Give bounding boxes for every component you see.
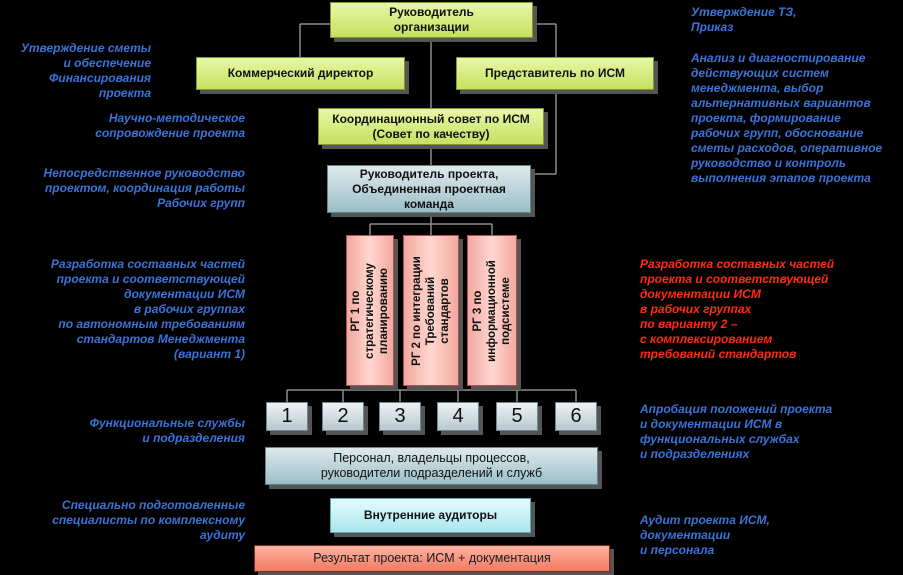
unit-6-number: 6 <box>570 405 582 427</box>
functional-unit-6: 6 <box>555 402 597 431</box>
personnel-box: Персонал, владельцы процессов, руководит… <box>265 447 598 485</box>
project-lead-label: Руководитель проекта, Объединенная проек… <box>352 166 506 211</box>
commercial-label: Коммерческий директор <box>227 66 374 80</box>
note-special-auditors: Специально подготовленные специалисты по… <box>52 498 245 542</box>
note-budget-approval: Утверждение сметы и обеспечение Финансир… <box>20 41 151 100</box>
working-group-1: РГ 1 по стратегическому планированию <box>346 235 394 386</box>
functional-unit-4: 4 <box>437 402 479 431</box>
result-label: Результат проекта: ИСМ + документация <box>313 551 551 565</box>
functional-unit-3: 3 <box>379 402 421 431</box>
coordination-council-box: Координационный совет по ИСМ (Совет по к… <box>318 108 544 145</box>
unit-3-number: 3 <box>394 405 406 427</box>
project-lead-box: Руководитель проекта, Объединенная проек… <box>327 165 531 213</box>
note-development-variant-1: Разработка составных частей проекта и со… <box>50 257 245 361</box>
personnel-label: Персонал, владельцы процессов, руководит… <box>320 451 543 480</box>
unit-1-number: 1 <box>281 405 293 427</box>
functional-unit-1: 1 <box>266 402 308 431</box>
working-group-2: РГ 2 по интеграции Требований стандартов <box>403 235 459 386</box>
working-group-2-label: РГ 2 по интеграции Требований стандартов <box>411 255 451 366</box>
note-development-variant-2: Разработка составных частей проекта и со… <box>640 257 835 361</box>
note-direct-management: Непосредственное руководство проектом, к… <box>43 166 245 210</box>
working-group-3: РГ 3 по информационной подсистеме <box>467 235 517 386</box>
note-functional-services: Функциональные службы и подразделения <box>89 416 245 445</box>
unit-4-number: 4 <box>452 405 464 427</box>
note-tz-approval: Утверждение ТЗ, Приказ <box>691 5 797 34</box>
head-of-organization-box: Руководитель организации <box>330 2 533 38</box>
representative-label: Представитель по ИСМ <box>485 66 625 80</box>
note-approbation: Апробация положений проекта и документац… <box>640 402 833 461</box>
functional-unit-2: 2 <box>322 402 364 431</box>
note-audit: Аудит проекта ИСМ, документации и персон… <box>640 513 770 557</box>
head-label: Руководитель организации <box>389 5 474 34</box>
council-label: Координационный совет по ИСМ (Совет по к… <box>332 111 530 141</box>
functional-unit-5: 5 <box>496 402 538 431</box>
note-analysis-diagnostics: Анализ и диагностирование действующих си… <box>691 51 883 185</box>
auditors-label: Внутренние аудиторы <box>363 508 498 522</box>
commercial-director-box: Коммерческий директор <box>196 57 405 90</box>
project-result-box: Результат проекта: ИСМ + документация <box>254 545 610 572</box>
ism-representative-box: Представитель по ИСМ <box>456 57 654 90</box>
internal-auditors-box: Внутренние аудиторы <box>330 498 531 533</box>
working-group-1-label: РГ 1 по стратегическому планированию <box>350 262 390 359</box>
unit-5-number: 5 <box>511 405 523 427</box>
unit-2-number: 2 <box>337 405 349 427</box>
note-methodological-support: Научно-методическое сопровождение проект… <box>95 111 245 140</box>
working-group-3-label: РГ 3 по информационной подсистеме <box>472 259 512 362</box>
